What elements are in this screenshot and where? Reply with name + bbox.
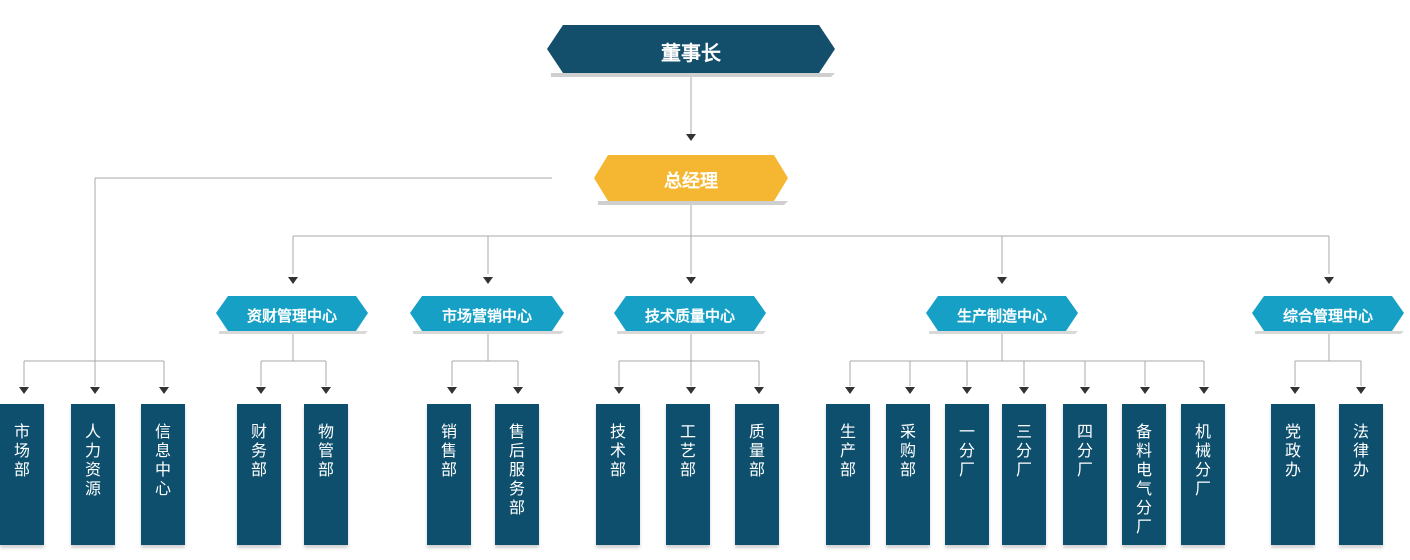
dept-label: 四分厂 — [1076, 422, 1093, 479]
dept-label: 物管部 — [317, 422, 334, 479]
center-marketing[interactable]: 市场营销中心 — [410, 296, 564, 334]
general-manager-shape — [594, 155, 788, 205]
dept-box[interactable]: 一分厂 — [945, 404, 989, 545]
arrow-head — [321, 387, 331, 394]
dept-box[interactable]: 财务部 — [237, 404, 281, 545]
dept-box[interactable]: 法律办 — [1339, 404, 1383, 545]
center-production[interactable]: 生产制造中心 — [926, 296, 1078, 334]
dept-box[interactable]: 市场部 — [0, 404, 44, 545]
arrow-head — [845, 387, 855, 394]
dept-label: 法律办 — [1352, 422, 1369, 479]
arrow-head — [90, 387, 100, 394]
dept-box[interactable]: 工艺部 — [666, 404, 710, 545]
center-shape — [614, 296, 766, 334]
dept-label: 售后服务部 — [508, 422, 525, 517]
dept-label: 信息中心 — [154, 422, 171, 498]
dept-label: 财务部 — [250, 422, 267, 479]
dept-label: 生产部 — [839, 422, 856, 479]
center-finance[interactable]: 资财管理中心 — [216, 296, 368, 334]
arrow-head — [1080, 387, 1090, 394]
center-label: 综合管理中心 — [1282, 306, 1373, 325]
dept-box[interactable]: 质量部 — [735, 404, 779, 545]
center-label: 技术质量中心 — [644, 306, 735, 325]
dept-box[interactable]: 人力资源 — [71, 404, 115, 545]
center-label: 资财管理中心 — [246, 306, 337, 325]
arrow-head — [159, 387, 169, 394]
dept-label: 销售部 — [440, 422, 457, 479]
dept-label: 机械分厂 — [1194, 422, 1211, 498]
arrow-head — [754, 387, 764, 394]
arrow-head — [513, 387, 523, 394]
dept-label: 市场部 — [13, 422, 30, 479]
dept-label: 采购部 — [899, 422, 916, 479]
arrow-head — [905, 387, 915, 394]
dept-label: 技术部 — [609, 422, 626, 479]
dept-label: 质量部 — [748, 422, 765, 479]
center-admin[interactable]: 综合管理中心 — [1252, 296, 1404, 334]
chairman-shape — [547, 25, 835, 77]
dept-box[interactable]: 售后服务部 — [495, 404, 539, 545]
dept-label: 一分厂 — [958, 422, 975, 479]
dept-box[interactable]: 信息中心 — [141, 404, 185, 545]
center-shape — [410, 296, 564, 334]
dept-label: 三分厂 — [1015, 422, 1032, 479]
dept-box[interactable]: 物管部 — [304, 404, 348, 545]
arrow-head — [447, 387, 457, 394]
arrow-head — [686, 277, 696, 284]
general-manager-label: 总经理 — [664, 171, 718, 192]
dept-box[interactable]: 生产部 — [826, 404, 870, 545]
dept-box[interactable]: 三分厂 — [1002, 404, 1046, 545]
center-shape — [926, 296, 1078, 334]
arrow-head — [19, 387, 29, 394]
chairman-node[interactable]: 董事长 — [547, 25, 835, 77]
chairman-label: 董事长 — [661, 40, 721, 65]
arrow-head — [686, 387, 696, 394]
dept-box[interactable]: 技术部 — [596, 404, 640, 545]
dept-box[interactable]: 四分厂 — [1063, 404, 1107, 545]
center-shape — [1252, 296, 1404, 334]
center-label: 市场营销中心 — [441, 306, 532, 325]
general-manager-node[interactable]: 总经理 — [594, 155, 788, 205]
arrow-head — [483, 277, 493, 284]
arrow-head — [614, 387, 624, 394]
dept-label: 党政办 — [1284, 422, 1301, 479]
dept-box[interactable]: 采购部 — [886, 404, 930, 545]
arrow-head — [686, 134, 696, 141]
arrow-head — [256, 387, 266, 394]
dept-box[interactable]: 销售部 — [427, 404, 471, 545]
arrow-head — [1324, 277, 1334, 284]
center-tech[interactable]: 技术质量中心 — [614, 296, 766, 334]
arrow-head — [997, 277, 1007, 284]
dept-label: 工艺部 — [679, 422, 696, 479]
arrow-head — [1140, 387, 1150, 394]
dept-box[interactable]: 党政办 — [1271, 404, 1315, 545]
dept-label: 人力资源 — [84, 422, 101, 498]
center-shape — [216, 296, 368, 334]
arrow-head — [1199, 387, 1209, 394]
dept-label: 备料电气分厂 — [1135, 422, 1152, 536]
arrow-head — [288, 277, 298, 284]
dept-box[interactable]: 机械分厂 — [1181, 404, 1225, 545]
arrow-head — [962, 387, 972, 394]
arrow-head — [1019, 387, 1029, 394]
center-label: 生产制造中心 — [956, 306, 1047, 325]
dept-box[interactable]: 备料电气分厂 — [1122, 404, 1166, 545]
arrow-head — [1356, 387, 1366, 394]
arrow-head — [1290, 387, 1300, 394]
